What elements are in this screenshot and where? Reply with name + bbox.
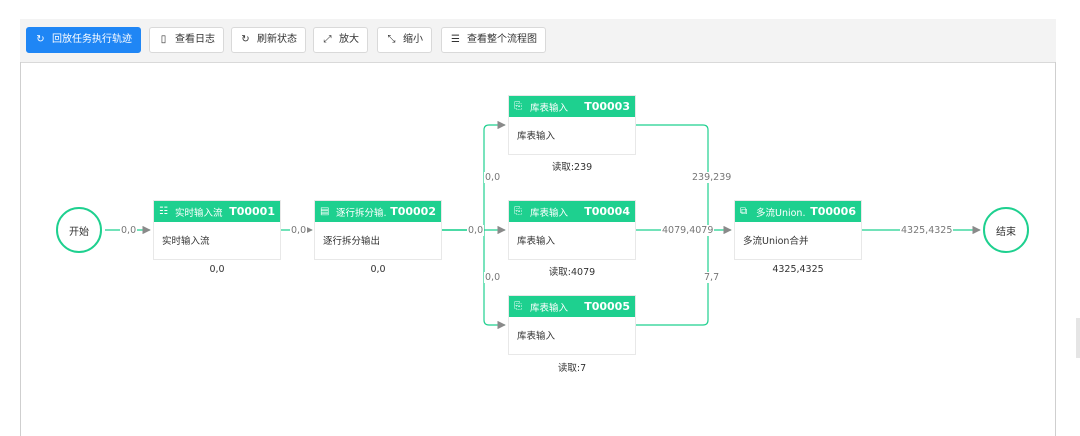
refresh-icon: ↻	[36, 34, 45, 45]
stream-icon: ☷	[159, 206, 168, 217]
table-input-icon: ⎘	[514, 101, 522, 112]
node-caption-t00005: 读取:7	[557, 363, 587, 374]
node-body: 库表输入	[517, 131, 556, 142]
flow-node-t00004[interactable]: ⎘ 库表输入 T00004 库表输入	[508, 200, 636, 260]
edge-t2-t3	[441, 120, 506, 231]
shrink-icon: ⤡	[387, 34, 396, 45]
refresh-icon: ↻	[241, 34, 250, 45]
flow-canvas[interactable]	[20, 62, 1056, 436]
node-body: 库表输入	[517, 331, 556, 342]
edge-label-t3-t6: 239,239	[691, 172, 733, 183]
edge-t2-t5	[441, 229, 506, 330]
edge-t5-t6	[636, 230, 709, 326]
edge-label-t5-t6: 7,7	[703, 272, 721, 283]
node-header: ⧉ 多流Union... T00006	[735, 201, 861, 222]
flow-node-t00002[interactable]: ▤ 逐行拆分输... T00002 逐行拆分输出	[314, 200, 442, 260]
node-body: 多流Union合并	[743, 236, 809, 247]
flow-node-t00006[interactable]: ⧉ 多流Union... T00006 多流Union合并	[734, 200, 862, 260]
list-icon: ☰	[451, 34, 460, 45]
table-input-icon: ⎘	[514, 301, 522, 312]
node-body: 实时输入流	[162, 236, 210, 247]
node-body: 库表输入	[517, 236, 556, 247]
node-body: 逐行拆分输出	[323, 236, 381, 247]
node-header: ☷ 实时输入流 T00001	[154, 201, 280, 222]
view-full-flow-button[interactable]: ☰ 查看整个流程图	[441, 27, 546, 53]
expand-icon: ⤢	[323, 34, 332, 45]
node-caption-t00001: 0,0	[209, 264, 225, 275]
node-caption-t00004: 读取:4079	[548, 267, 596, 278]
node-header: ⎘ 库表输入 T00005	[509, 296, 635, 317]
edge-label-t1-t2: 0,0	[290, 225, 308, 236]
zoom-in-button[interactable]: ⤢ 放大	[313, 27, 368, 53]
edge-label-t6-end: 4325,4325	[900, 225, 954, 236]
edge-label-t2-t4: 0,0	[467, 225, 485, 236]
toolbar: ↻ 回放任务执行轨迹 ▯ 查看日志 ↻ 刷新状态 ⤢ 放大 ⤡ 缩小 ☰ 查看整…	[20, 19, 1056, 63]
table-input-icon: ⎘	[514, 206, 522, 217]
edge-t3-t6	[636, 124, 709, 230]
node-header: ⎘ 库表输入 T00004	[509, 201, 635, 222]
node-caption-t00006: 4325,4325	[772, 264, 824, 275]
union-icon: ⧉	[740, 206, 748, 217]
edge-label-t2-t3: 0,0	[484, 172, 502, 183]
flow-node-t00005[interactable]: ⎘ 库表输入 T00005 库表输入	[508, 295, 636, 355]
replay-trace-button[interactable]: ↻ 回放任务执行轨迹	[26, 27, 141, 53]
flow-node-t00003[interactable]: ⎘ 库表输入 T00003 库表输入	[508, 95, 636, 155]
node-caption-t00003: 读取:239	[551, 162, 593, 173]
node-caption-t00002: 0,0	[370, 264, 386, 275]
split-icon: ▤	[320, 206, 330, 217]
edge-label-start-t1: 0,0	[120, 225, 138, 236]
edge-label-t4-t6: 4079,4079	[661, 225, 715, 236]
vertical-scrollbar[interactable]	[1076, 318, 1080, 358]
start-node[interactable]: 开始	[56, 207, 102, 253]
zoom-out-button[interactable]: ⤡ 缩小	[377, 27, 432, 53]
view-log-button[interactable]: ▯ 查看日志	[149, 27, 224, 53]
edge-label-t2-t5: 0,0	[484, 272, 502, 283]
file-icon: ▯	[160, 34, 167, 45]
node-header: ▤ 逐行拆分输... T00002	[315, 201, 441, 222]
refresh-status-button[interactable]: ↻ 刷新状态	[231, 27, 306, 53]
end-node[interactable]: 结束	[983, 207, 1029, 253]
flow-node-t00001[interactable]: ☷ 实时输入流 T00001 实时输入流	[153, 200, 281, 260]
node-header: ⎘ 库表输入 T00003	[509, 96, 635, 117]
